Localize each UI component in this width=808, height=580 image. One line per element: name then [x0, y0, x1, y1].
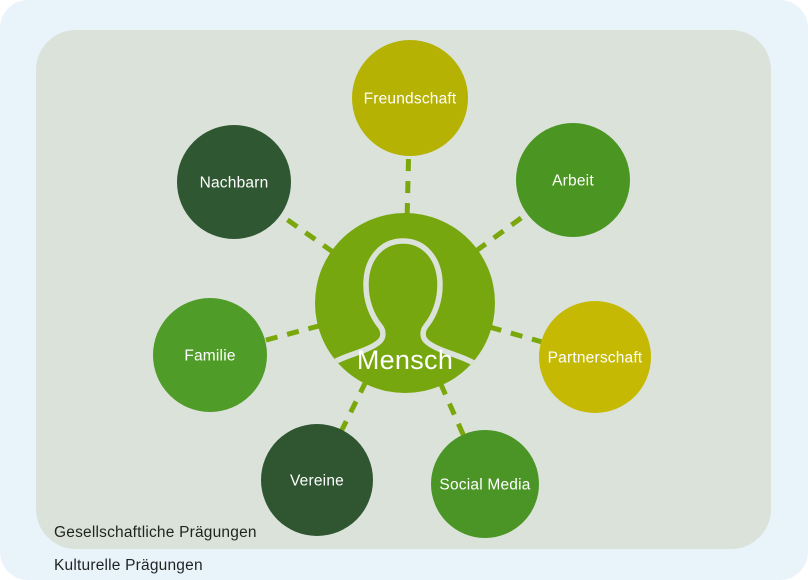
familie-circle: [153, 298, 267, 412]
vereine-circle: [261, 424, 373, 536]
social-media-circle: [431, 430, 539, 538]
node-nachbarn: Nachbarn: [177, 125, 291, 239]
person-icon: [315, 238, 495, 393]
node-freundschaft: Freundschaft: [352, 40, 468, 156]
partnerschaft-circle: [539, 301, 651, 413]
freundschaft-label: Freundschaft: [364, 91, 457, 108]
person-silhouette-icon: [315, 238, 495, 393]
arbeit-circle: [516, 123, 630, 237]
node-arbeit: Arbeit: [516, 123, 630, 237]
freundschaft-circle: [352, 40, 468, 156]
nachbarn-label: Nachbarn: [200, 175, 269, 192]
inner-region-label: Gesellschaftliche Prägungen: [54, 524, 257, 541]
outer-region-label: Kulturelle Prägungen: [54, 557, 203, 574]
node-social-media: Social Media: [431, 430, 539, 538]
social-media-label: Social Media: [439, 477, 530, 494]
mensch-label: Mensch: [357, 345, 453, 375]
vereine-label: Vereine: [290, 473, 344, 490]
node-mensch: Mensch: [315, 213, 495, 393]
partnerschaft-label: Partnerschaft: [548, 350, 643, 367]
arbeit-label: Arbeit: [552, 173, 594, 190]
mensch-circle: [315, 213, 495, 393]
familie-label: Familie: [184, 348, 235, 365]
node-partnerschaft: Partnerschaft: [539, 301, 651, 413]
node-vereine: Vereine: [261, 424, 373, 536]
nachbarn-circle: [177, 125, 291, 239]
node-familie: Familie: [153, 298, 267, 412]
